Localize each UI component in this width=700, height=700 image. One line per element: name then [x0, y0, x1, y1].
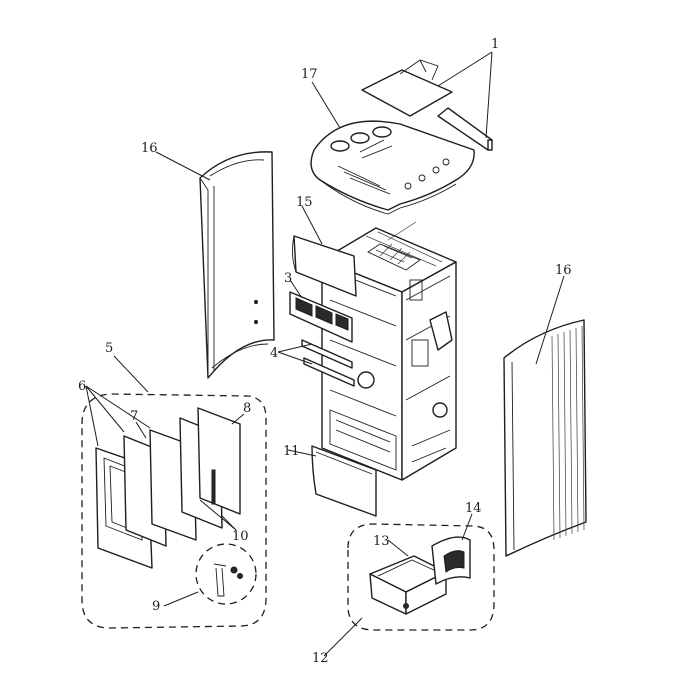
- callout-16-left: 16: [141, 141, 158, 156]
- callout-16-right: 16: [555, 263, 572, 278]
- part-lower-front-door: [311, 445, 377, 517]
- part-top-cover: [310, 120, 475, 215]
- part-upper-front-panel: [291, 235, 357, 297]
- callout-12: 12: [312, 651, 329, 666]
- callout-5: 5: [105, 341, 113, 356]
- callout-13: 13: [373, 534, 390, 549]
- callout-7: 7: [130, 409, 138, 424]
- leader-lines: [85, 51, 565, 657]
- part-door-assembly: [81, 393, 267, 629]
- part-top-lid: [361, 59, 493, 151]
- part-right-side-panel: [503, 319, 587, 557]
- part-drawer-lid: [431, 536, 471, 585]
- part-front-grille: [289, 291, 353, 343]
- callout-labels: 1 3 4 5 6 7 8 9 10 11 12 13 14 15 16 16 …: [78, 37, 572, 666]
- callout-10: 10: [232, 529, 249, 544]
- callout-4: 4: [270, 346, 278, 361]
- part-rails: [301, 339, 355, 387]
- callout-1: 1: [491, 37, 499, 52]
- part-door-handle: [195, 543, 257, 605]
- callout-14: 14: [465, 501, 482, 516]
- callout-8: 8: [243, 401, 251, 416]
- callout-11: 11: [283, 444, 300, 459]
- callout-17: 17: [301, 67, 318, 82]
- part-left-side-panel: [199, 151, 275, 379]
- callout-3: 3: [284, 271, 292, 286]
- callout-6: 6: [78, 379, 86, 394]
- part-ash-drawer-assembly: [347, 523, 495, 631]
- callout-9: 9: [152, 599, 160, 614]
- callout-15: 15: [296, 195, 313, 210]
